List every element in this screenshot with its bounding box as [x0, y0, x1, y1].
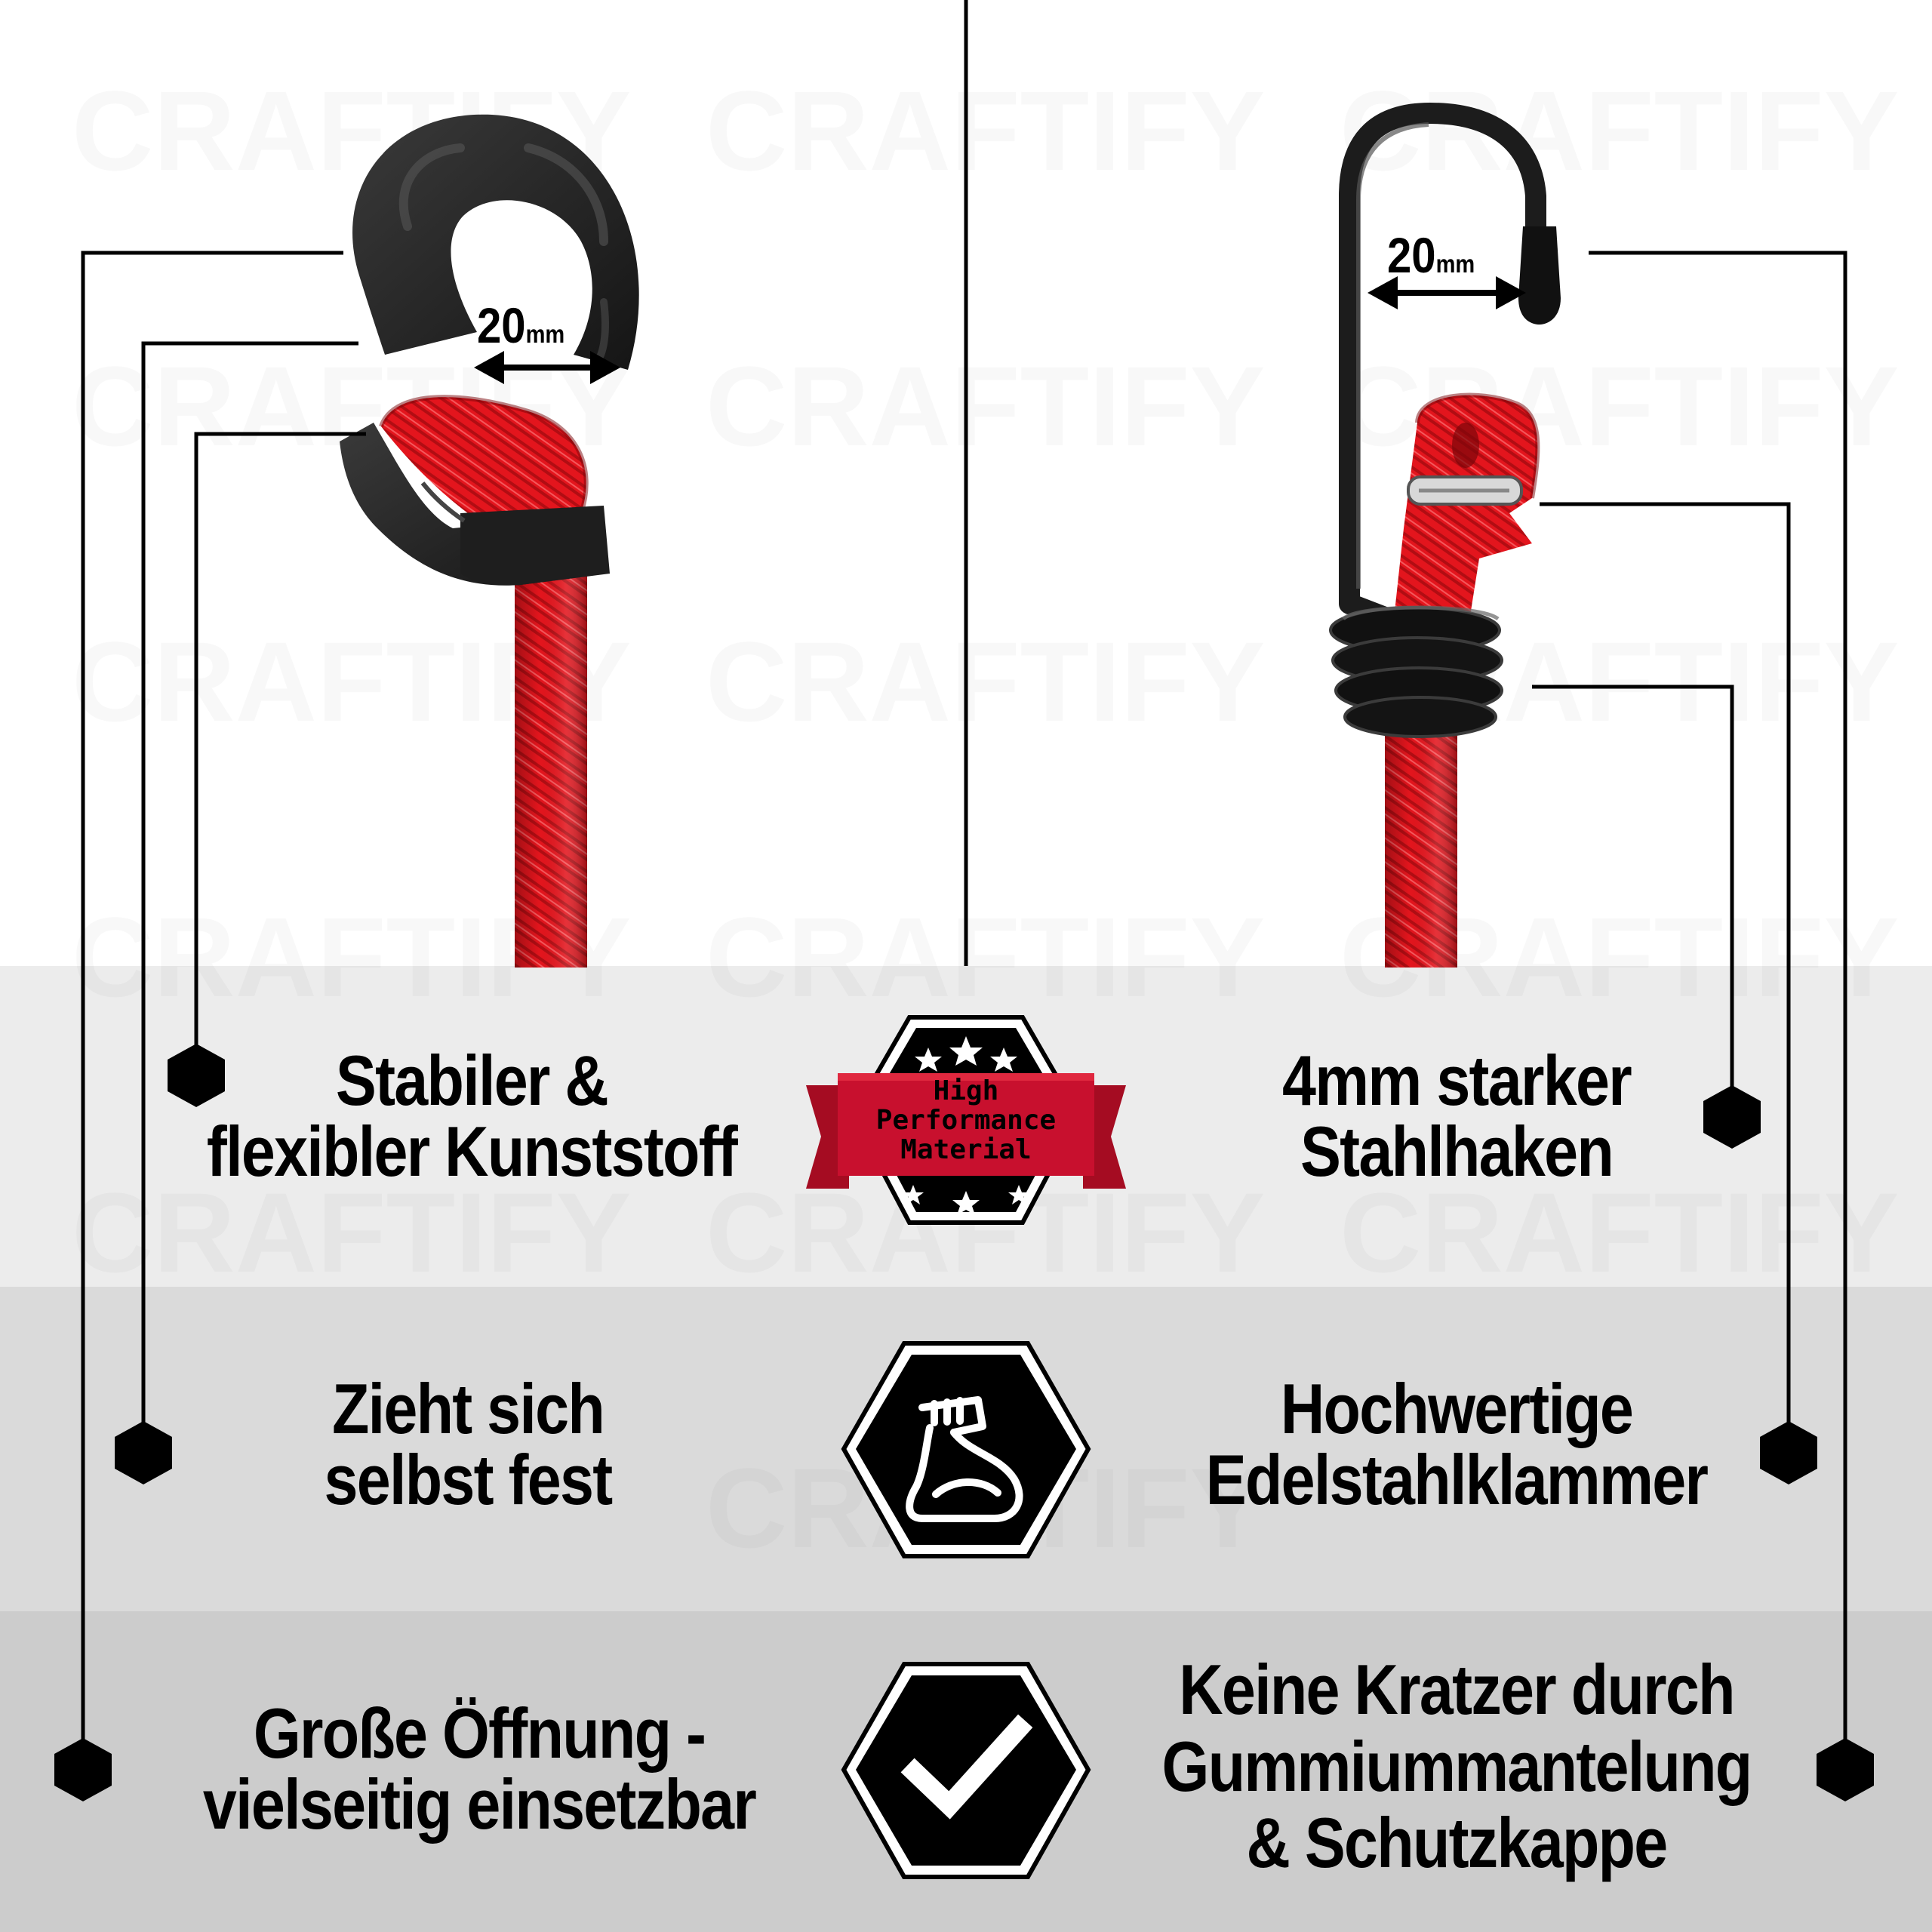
feature-line: Hochwertige — [1280, 1369, 1634, 1448]
feature-line: selbst fest — [324, 1440, 614, 1519]
feature-line: Zieht sich — [331, 1369, 605, 1448]
flexed-arm-icon — [906, 1396, 1023, 1522]
check-hex — [841, 1662, 1091, 1879]
hex-bullet-icon — [168, 1044, 225, 1107]
feature-steel-clip: Hochwertige Edelstahlklammer — [1158, 1374, 1755, 1515]
feature-line: Gummiummantelung — [1161, 1726, 1753, 1806]
feature-line: & Schutzkappe — [1246, 1803, 1668, 1883]
star-icon — [903, 1036, 1029, 1215]
protective-cap — [1518, 226, 1561, 325]
dimension-unit: mm — [525, 320, 565, 348]
right-steel-hook — [1329, 103, 1561, 968]
hex-bullet-icon — [1760, 1421, 1817, 1484]
hex-bullet-icon — [115, 1421, 172, 1484]
right-dimension-label: 20mm — [1387, 226, 1475, 284]
feature-line: 4mm starker — [1282, 1041, 1632, 1120]
watermark-text: CRAFTIFY — [1340, 67, 1900, 194]
steel-wire — [1339, 103, 1546, 629]
feature-line: Stahlhaken — [1300, 1112, 1614, 1191]
feature-line: flexibler Kunststoff — [206, 1112, 738, 1191]
watermark-text: CRAFTIFY — [706, 67, 1266, 194]
check-mark-icon — [900, 1714, 1033, 1820]
hex-bullet-icon — [1817, 1738, 1874, 1801]
feature-plastic: Stabiler & flexibler Kunststoff — [202, 1045, 741, 1187]
hex-bullets — [54, 1044, 1874, 1801]
badge-line-2: Performance — [876, 1105, 1056, 1136]
badge-line-3: Material — [900, 1134, 1031, 1165]
hex-bullet-icon — [54, 1738, 112, 1801]
feature-line: Große Öffnung - — [253, 1694, 706, 1773]
dimension-unit: mm — [1435, 250, 1475, 278]
performance-badge: High Performance Material — [806, 1015, 1126, 1225]
badge-line-1: High — [934, 1075, 999, 1106]
watermark-text: CRAFTIFY — [706, 618, 1266, 745]
feature-line: vielseitig einsetzbar — [202, 1764, 757, 1844]
hook-body — [352, 114, 639, 370]
left-dimension-arrow — [474, 351, 620, 384]
feature-large-opening: Große Öffnung - vielseitig einsetzbar — [197, 1698, 761, 1840]
flexed-arm-hex — [841, 1341, 1091, 1558]
left-plastic-hook — [340, 114, 639, 968]
callout-lines — [81, 251, 1847, 1770]
cord-loop — [381, 397, 586, 513]
hex-bullet-icon — [1703, 1085, 1761, 1149]
feature-line: Keine Kratzer durch — [1179, 1650, 1735, 1729]
right-dimension-arrow — [1367, 276, 1526, 309]
hook-coils — [1329, 605, 1503, 738]
dimension-value: 20 — [1387, 227, 1436, 283]
feature-self-tightening: Zieht sich selbst fest — [208, 1374, 728, 1515]
feature-no-scratches: Keine Kratzer durch Gummiummantelung & S… — [1139, 1651, 1775, 1881]
feature-line: Stabiler & — [335, 1041, 609, 1120]
watermark-text: CRAFTIFY — [706, 894, 1266, 1020]
watermark-text: CRAFTIFY — [706, 343, 1266, 469]
dimension-value: 20 — [477, 297, 526, 353]
feature-steel-hook: 4mm starker Stahlhaken — [1190, 1045, 1722, 1187]
left-dimension-label: 20mm — [477, 297, 565, 354]
feature-line: Edelstahlklammer — [1205, 1440, 1709, 1519]
